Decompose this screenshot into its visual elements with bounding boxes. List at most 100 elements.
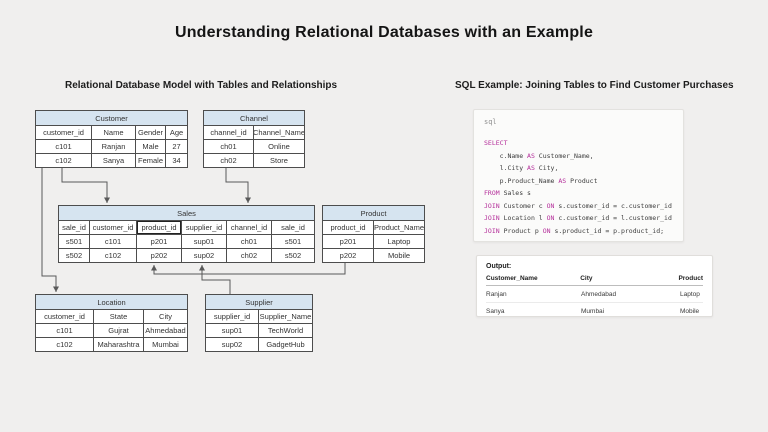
table-cell: sup01 [221,326,243,335]
sql-language-label: sql [484,118,497,126]
table-cell: c101 [89,235,136,248]
table-cell: TechWorld [258,324,312,337]
sql-code-line: SELECT [474,137,683,150]
table-cell: 34 [165,154,187,167]
sql-keyword: AS [527,164,535,172]
table-cell: Gujrat [93,324,143,337]
sql-code-line: p.Product_Name AS Product [474,175,683,188]
table-cell: c102 [55,156,72,165]
sql-text: l.City [484,164,528,172]
table-title-row: Location [36,295,187,309]
table-cell: Product_Name [373,221,424,234]
sql-keyword: ON [546,201,555,210]
connector-channel-sales [225,168,251,203]
table-cell: Online [253,140,304,153]
sql-text: Location l [499,214,547,222]
sql-text: Customer_Name, [534,151,594,160]
table-title: Customer [95,113,128,123]
table-cell: p201 [136,235,181,248]
table-cell: s501 [65,237,83,246]
sql-code-line: l.City AS City, [474,162,683,175]
output-label: Output: [486,263,512,270]
table-title: Location [97,297,126,307]
table-cell: Male [135,140,165,153]
table-cell: customer_id [44,312,85,321]
output-cell: Mobile [680,307,700,315]
connector-supplier-sales [199,265,231,294]
table-cell: Sanya [91,154,135,167]
table-cell: s502 [271,249,314,262]
sql-text: p.Product_Name [484,176,559,185]
table-cell: Mumbai [143,338,187,351]
sql-keyword: AS [558,176,567,185]
table-supplier: Supplier supplier_id Supplier_Name sup01 Tec… [205,294,313,352]
table-row: ch02 Store [204,153,304,167]
table-cell: ch02 [220,156,237,165]
sql-code-line: FROM Sales s [474,187,683,200]
table-cell: Mobile [373,249,424,262]
sql-text: Sales s [499,189,531,197]
table-title-row: Customer [36,111,187,125]
output-cell: Ranjan [486,290,507,298]
table-cell: Ahmedabad [143,324,187,337]
table-cell: Female [135,154,165,167]
table-cell: State [93,310,143,323]
table-cell: s502 [65,251,83,260]
table-cell: channel_id [226,221,271,234]
table-cell: supplier_id [213,312,251,321]
connector-customer-location [41,168,59,292]
sql-keyword: JOIN [484,214,500,222]
output-column-header: City [580,275,593,282]
table-row: ch01 Online [204,139,304,153]
table-cell: Channel_Name [253,126,304,139]
table-cell: sup02 [221,340,243,349]
table-cell: ch01 [220,142,237,151]
sql-keyword: ON [542,226,551,235]
table-cell: Gender [135,126,165,139]
table-cell: ch02 [226,249,271,262]
table-cell: Age [165,126,187,139]
diagram-section-heading: Relational Database Model with Tables an… [65,80,338,91]
table-cell: City [143,310,187,323]
output-cell: Laptop [680,290,700,298]
sql-code: SELECT c.Name AS Customer_Name, l.City A… [474,137,683,237]
connector-product-sales [151,263,346,275]
sql-code-line: c.Name AS Customer_Name, [474,150,683,163]
table-cell: customer_id [43,128,84,137]
table-row: sup01 TechWorld [206,323,312,337]
table-cell: Supplier_Name [258,310,312,323]
table-cell: c101 [56,326,73,335]
table-cell: supplier_id [181,221,226,234]
output-column-header: Product [678,275,703,282]
table-title: Supplier [245,297,273,307]
table-title: Sales [177,208,196,218]
table-cell: Store [253,154,304,167]
sql-code-panel: sql SELECT c.Name AS Customer_Name, l.Ci… [473,109,684,242]
connector-customer-sales [61,168,110,203]
output-cell: Sanya [486,307,505,315]
table-cell: product_id [136,221,181,234]
table-cell: channel_id [210,128,247,137]
table-row: channel_id Channel_Name [204,125,304,139]
table-cell: Maharashtra [93,338,143,351]
sql-keyword: SELECT [484,139,508,147]
table-title-row: Channel [204,111,304,125]
table-cell: p202 [136,249,181,262]
table-cell: 27 [165,140,187,153]
table-cell: ch01 [226,235,271,248]
sql-keyword: FROM [484,189,500,197]
sql-text: s.customer_id = c.customer_id [554,201,672,210]
table-title-row: Product [323,206,424,220]
